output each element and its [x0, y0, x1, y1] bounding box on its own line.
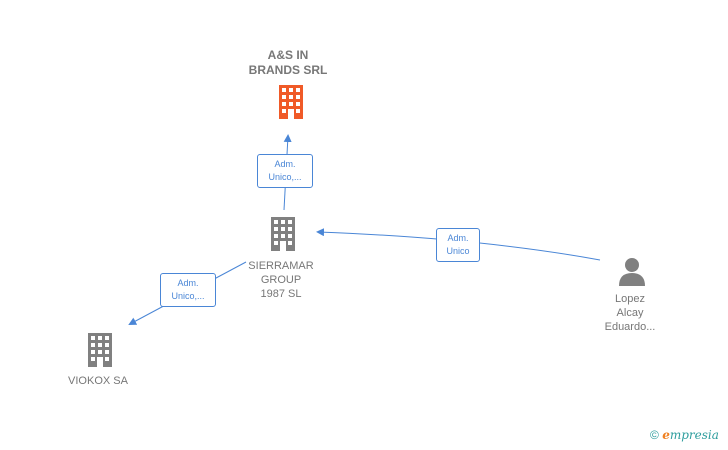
node-label-viokox: VIOKOX SA — [68, 375, 128, 387]
edge-label-line1: Adm. — [274, 159, 296, 169]
edge-label-sierramar-to-as[interactable]: Adm. Unico,... — [257, 154, 313, 188]
edge-label-line2: Unico,... — [171, 291, 205, 301]
edge-label-lopez-to-sierramar[interactable]: Adm. Unico — [436, 228, 480, 262]
edge-label-line1: Adm. — [177, 278, 199, 288]
node-label-lopez: Lopez Alcay Eduardo... — [604, 293, 656, 333]
node-label-as-in-brands: A&S IN BRANDS SRL — [248, 48, 328, 77]
node-label-sierramar: SIERRAMAR GROUP 1987 SL — [248, 260, 314, 300]
edge-label-line1: Adm. — [447, 233, 469, 243]
building-icon[interactable] — [276, 85, 306, 119]
brand-logo: © empresia — [650, 428, 719, 442]
edge-label-line2: Unico,... — [268, 172, 302, 182]
edge-label-line2: Unico — [446, 246, 470, 256]
copyright-symbol: © — [650, 428, 659, 442]
brand-initial: e — [662, 428, 670, 442]
brand-name: mpresia — [669, 428, 719, 442]
person-icon[interactable] — [617, 256, 647, 286]
edge-label-sierramar-to-viokox[interactable]: Adm. Unico,... — [160, 273, 216, 307]
building-icon[interactable] — [85, 333, 115, 367]
building-icon[interactable] — [268, 217, 298, 251]
